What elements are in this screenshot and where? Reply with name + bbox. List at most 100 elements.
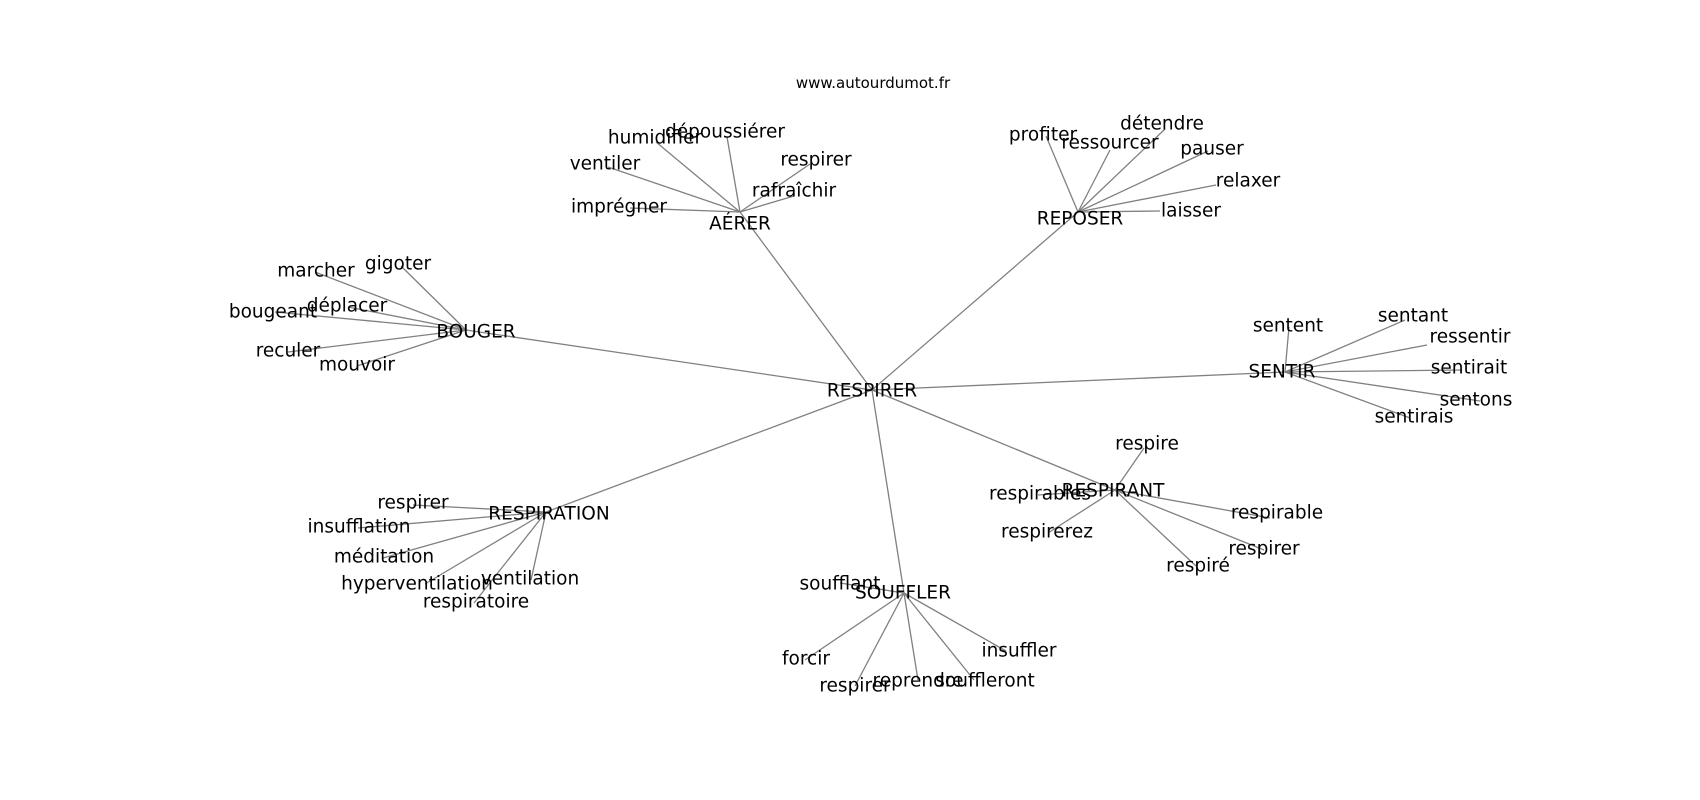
edge-aerer-depoussierer [726, 136, 741, 213]
edge-center-souffler [871, 389, 905, 594]
node-word-ressourcer[interactable]: ressourcer [1061, 133, 1159, 154]
edge-bouger-mouvoir [356, 329, 467, 367]
edge-bouger-marcher [314, 271, 467, 331]
node-word-respire[interactable]: respire [1115, 434, 1179, 455]
node-word-respirable[interactable]: respirable [1231, 503, 1323, 524]
node-hub-souffler[interactable]: SOUFFLER [855, 583, 951, 604]
node-word-respirer[interactable]: respirer [819, 676, 891, 697]
edge-aerer-respirer [739, 163, 811, 213]
node-hub-bouger[interactable]: BOUGER [436, 322, 515, 343]
node-word-sentons[interactable]: sentons [1440, 390, 1513, 411]
edge-aerer-impregner [629, 207, 741, 213]
node-word-insufflation[interactable]: insufflation [308, 517, 411, 538]
edge-respirant-respire [1114, 489, 1197, 567]
node-hub-respirant[interactable]: RESPIRANT [1062, 481, 1165, 502]
node-word-laisser[interactable]: laisser [1161, 201, 1221, 222]
edge-respirant-respire [1114, 447, 1145, 491]
edge-sentir-sentant [1284, 319, 1406, 373]
node-word-bougeant[interactable]: bougeant [229, 302, 317, 323]
edge-respiration-meditation [382, 511, 547, 559]
edge-reposer-detendre [1077, 128, 1166, 213]
edge-sentir-sentirait [1284, 369, 1463, 373]
node-word-respirables[interactable]: respirables [989, 484, 1091, 505]
node-word-respirer[interactable]: respirer [1228, 539, 1300, 560]
node-word-forcir[interactable]: forcir [782, 649, 830, 670]
node-word-respiratoire[interactable]: respiratoire [423, 592, 529, 613]
node-word-pauser[interactable]: pauser [1180, 139, 1244, 160]
edge-center-sentir [871, 371, 1286, 391]
edge-bouger-bougeant [274, 311, 467, 331]
node-word-soufflant[interactable]: soufflant [800, 574, 881, 595]
node-word-sentent[interactable]: sentent [1253, 316, 1323, 337]
edge-souffler-insuffler [903, 592, 1007, 652]
node-hub-aerer[interactable]: AÉRER [709, 213, 771, 235]
source-label: www.autourdumot.fr [796, 74, 951, 92]
node-word-ventilation[interactable]: ventilation [481, 569, 579, 590]
node-word-sentirait[interactable]: sentirait [1431, 358, 1507, 379]
edge-sentir-sentirais [1284, 371, 1411, 419]
edges [274, 128, 1481, 687]
node-hub-sentir[interactable]: SENTIR [1249, 362, 1316, 383]
node-word-depoussierer[interactable]: dépoussiérer [665, 122, 785, 143]
edge-center-reposer [871, 211, 1079, 391]
node-word-sentant[interactable]: sentant [1378, 306, 1448, 327]
edge-bouger-deplacer [347, 306, 467, 331]
node-word-sentirais[interactable]: sentirais [1375, 407, 1454, 428]
edge-reposer-pauser [1077, 150, 1209, 213]
node-word-respirer[interactable]: respirer [780, 150, 852, 171]
node-word-profiter[interactable]: profiter [1009, 125, 1078, 146]
edge-souffler-forcir [804, 592, 905, 661]
edge-sentir-sentent [1284, 326, 1290, 373]
edge-respirant-respirable [1114, 489, 1271, 519]
node-word-relaxer[interactable]: relaxer [1216, 171, 1281, 192]
node-word-respire[interactable]: respiré [1166, 556, 1230, 577]
node-word-detendre[interactable]: détendre [1120, 114, 1204, 135]
edge-reposer-ressourcer [1077, 149, 1111, 213]
node-center-respirer[interactable]: RESPIRER [827, 381, 917, 402]
node-hub-reposer[interactable]: REPOSER [1037, 209, 1124, 230]
edge-sentir-sentons [1284, 371, 1481, 402]
node-word-marcher[interactable]: marcher [277, 261, 355, 282]
edge-reposer-profiter [1045, 135, 1079, 213]
node-word-rafraichir[interactable]: rafraîchir [752, 181, 837, 202]
node-word-ressentir[interactable]: ressentir [1430, 327, 1511, 348]
edge-center-respiration [545, 389, 873, 513]
edge-bouger-gigoter [400, 265, 467, 331]
edge-respiration-respiratoire [473, 511, 547, 604]
node-word-insuffler[interactable]: insuffler [981, 641, 1056, 662]
node-word-mouvoir[interactable]: mouvoir [319, 355, 395, 376]
edge-souffler-reprendre [903, 592, 919, 681]
edge-respiration-insufflation [357, 511, 547, 529]
node-word-reculer[interactable]: reculer [256, 341, 321, 362]
node-word-reprendre[interactable]: reprendre [873, 671, 964, 692]
node-word-impregner[interactable]: imprégner [571, 197, 667, 218]
node-word-deplacer[interactable]: déplacer [307, 296, 388, 317]
node-word-respirerez[interactable]: respirerez [1001, 522, 1093, 543]
node-word-hyperventilation[interactable]: hyperventilation [341, 574, 493, 595]
edge-respirant-respirerez [1047, 489, 1116, 534]
edge-reposer-relaxer [1077, 184, 1217, 213]
edge-respiration-respirer [412, 504, 547, 513]
edge-souffler-souffleront [903, 592, 975, 681]
edge-aerer-humidifier [655, 141, 741, 213]
edge-reposer-laisser [1077, 210, 1161, 213]
node-word-souffleront[interactable]: souffleront [935, 671, 1034, 692]
node-word-meditation[interactable]: méditation [334, 547, 434, 568]
edge-center-bouger [465, 329, 873, 391]
edge-aerer-rafraichir [739, 195, 795, 213]
node-word-gigoter[interactable]: gigoter [365, 254, 432, 275]
node-word-humidifier[interactable]: humidifier [608, 128, 703, 149]
edge-aerer-ventiler [607, 166, 741, 213]
edge-sentir-ressentir [1284, 344, 1428, 373]
node-hub-respiration[interactable]: RESPIRATION [488, 504, 609, 525]
edge-respirant-respirables [1037, 489, 1116, 496]
edge-respirant-respirer [1114, 489, 1265, 551]
edge-respiration-hyperventilation [424, 511, 547, 585]
node-word-respirer[interactable]: respirer [377, 493, 449, 514]
edge-souffler-soufflant [839, 582, 905, 594]
node-word-ventiler[interactable]: ventiler [570, 154, 641, 175]
edge-center-respirant [871, 389, 1116, 491]
edge-respiration-ventilation [530, 511, 547, 581]
